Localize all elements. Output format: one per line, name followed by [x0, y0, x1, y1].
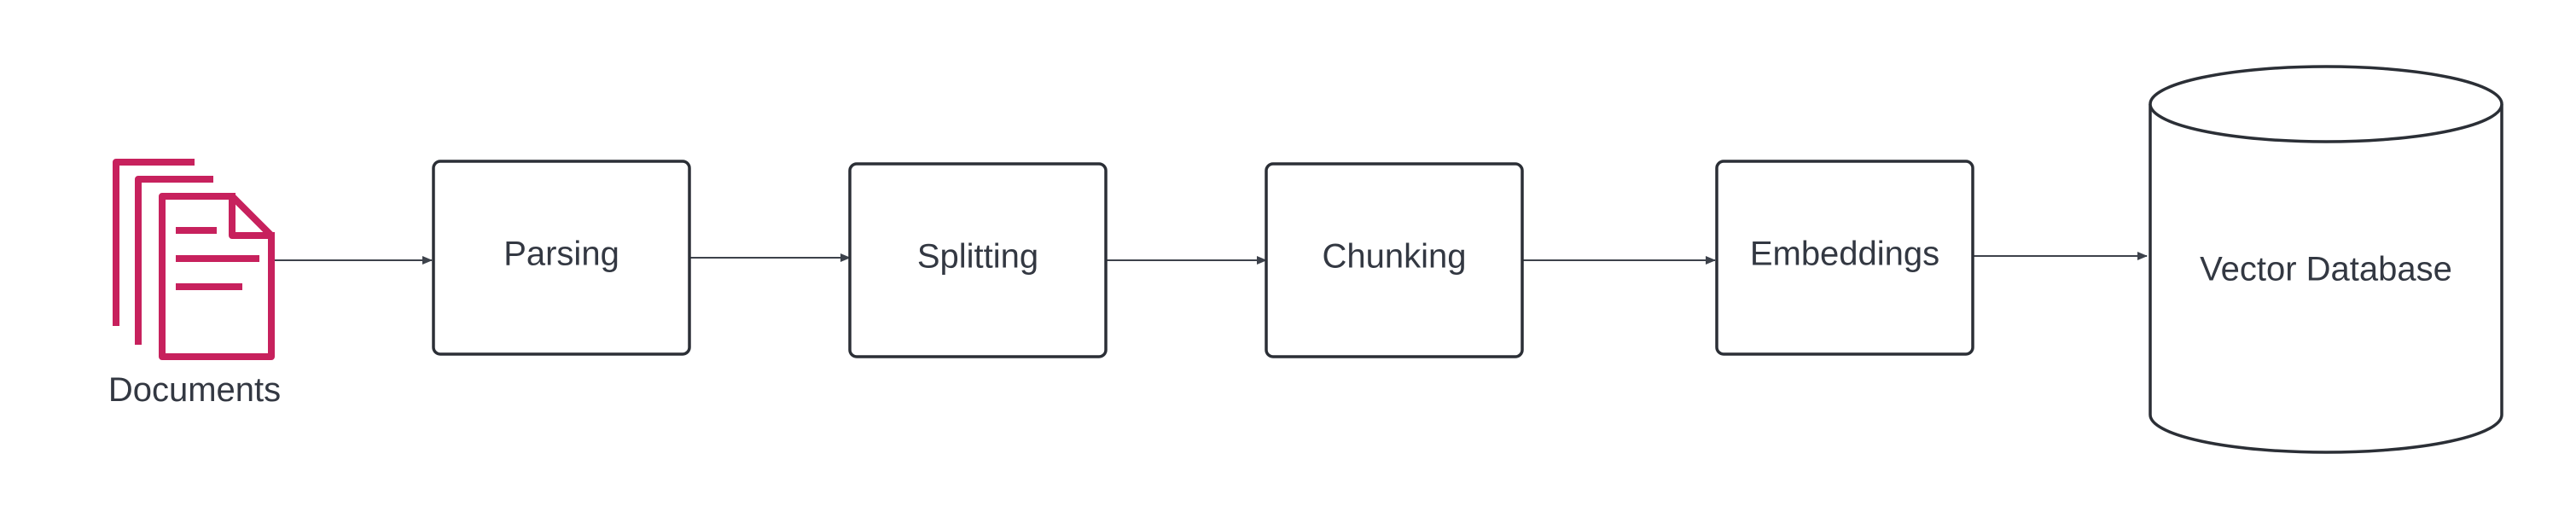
step-splitting: Splitting: [848, 162, 1108, 358]
step-chunking: Chunking: [1265, 162, 1524, 358]
vector-database-cylinder: [2149, 65, 2503, 454]
step-parsing-label: Parsing: [503, 236, 619, 273]
step-embeddings-label: Embeddings: [1750, 236, 1939, 273]
documents-icon: [113, 159, 275, 360]
step-splitting-label: Splitting: [917, 238, 1038, 276]
documents-label: Documents: [108, 371, 281, 409]
step-embeddings: Embeddings: [1715, 160, 1974, 356]
vector-database-label: Vector Database: [2200, 251, 2452, 288]
step-chunking-label: Chunking: [1322, 238, 1466, 276]
step-parsing: Parsing: [432, 160, 691, 356]
